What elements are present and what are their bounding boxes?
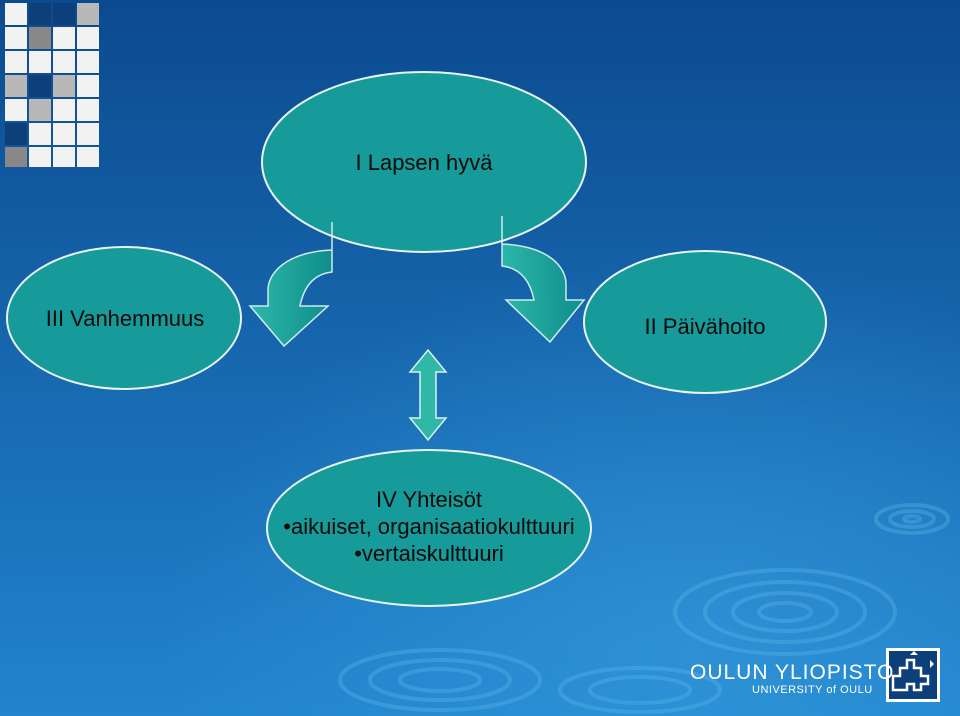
university-name: OULUN YLIOPISTO [690, 661, 895, 684]
node-child-label: I Lapsen hyvä [355, 150, 493, 175]
node-parenthood-label: III Vanhemmuus [45, 306, 205, 331]
node-community-text: IV Yhteisöt •aikuiset, organisaatiokultt… [264, 486, 594, 567]
double-arrow-vertical [408, 348, 448, 442]
node-community-ellipse [266, 449, 592, 607]
node-community-bullet: •aikuiset, organisaatiokulttuuri [283, 514, 575, 539]
node-community-title: IV Yhteisöt [376, 487, 482, 512]
university-subname: UNIVERSITY of OULU [752, 684, 873, 696]
node-child-ellipse [261, 71, 587, 253]
decorative-squares [5, 3, 99, 167]
node-community-bullet: •vertaiskulttuuri [354, 541, 504, 566]
node-daycare-ellipse [583, 250, 827, 394]
node-daycare-label: II Päivähoito [644, 314, 766, 339]
node-parenthood-ellipse [6, 246, 242, 390]
curved-arrow-to-daycare [501, 216, 586, 344]
curved-arrow-to-parenthood [248, 222, 333, 348]
ripple-decoration [338, 503, 950, 714]
university-logo-icon [886, 648, 940, 702]
